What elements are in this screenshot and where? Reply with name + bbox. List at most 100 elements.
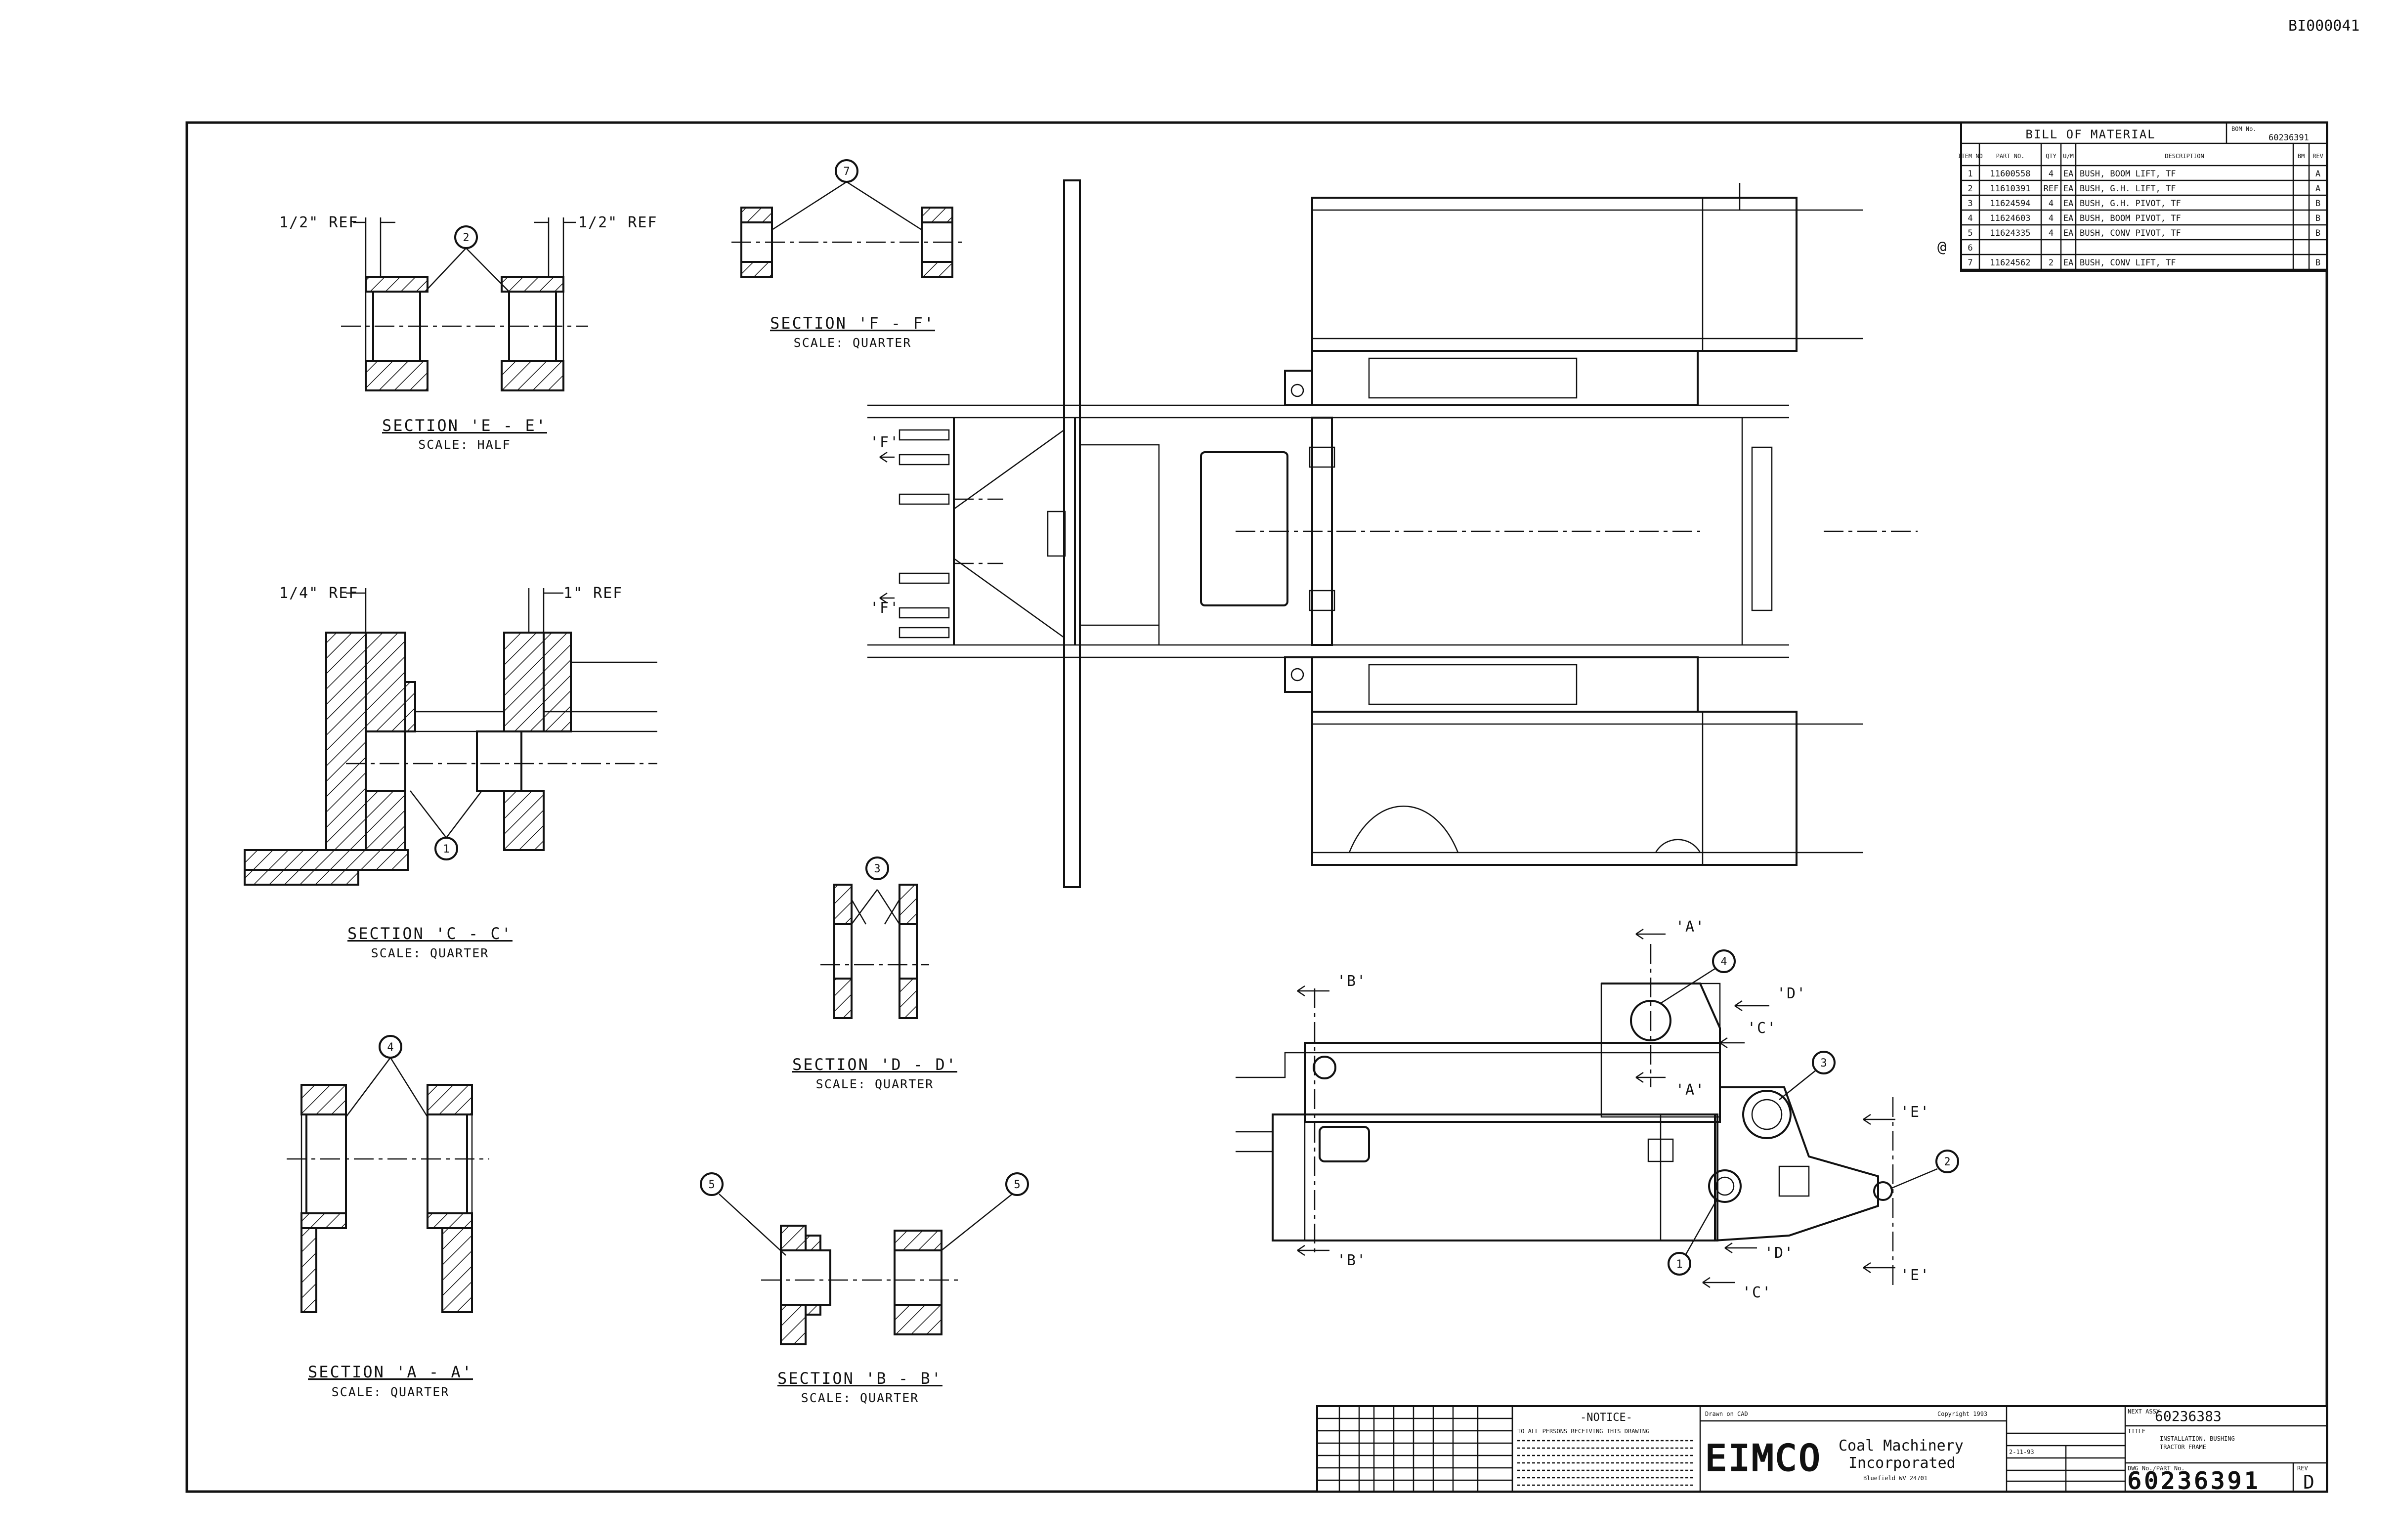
- item-balloon-number: 2: [463, 232, 469, 244]
- cut-label: 'B': [1337, 1252, 1367, 1269]
- section-scale: SCALE: HALF: [418, 437, 511, 452]
- item-balloon: [1005, 1172, 1029, 1196]
- bom-header-cell: BM: [2298, 153, 2305, 160]
- item-balloon: [835, 159, 858, 183]
- company-city: Bluefield WV 24701: [1863, 1475, 1927, 1482]
- section-e-e: 1/2" REF 1/2" REF 2 SECTION 'E - E' SCAL…: [279, 214, 658, 452]
- cut-label: 'F': [870, 599, 899, 617]
- section-title: SECTION 'A - A': [308, 1363, 473, 1381]
- bom-cell: 7: [1968, 258, 1972, 268]
- rev-label: REV: [2297, 1465, 2308, 1472]
- bom-cell: 1: [1968, 169, 1972, 179]
- cut-label: 'D': [1777, 985, 1806, 1002]
- bom-header-cell: QTY: [2046, 153, 2056, 160]
- section-a-a: 4 SECTION 'A - A' SCALE: QUARTER: [287, 1035, 489, 1399]
- section-scale: SCALE: QUARTER: [794, 336, 912, 350]
- ref-dimension: 1" REF: [563, 585, 623, 602]
- ref-dimension: 1/2" REF: [279, 214, 359, 231]
- bom-header-cell: DESCRIPTION: [2165, 153, 2204, 160]
- bom-cell: A: [2315, 169, 2320, 179]
- item-balloon: [1935, 1150, 1959, 1173]
- item-balloon: [454, 225, 478, 249]
- section-scale: SCALE: QUARTER: [371, 946, 489, 960]
- item-balloon-number: 4: [387, 1041, 393, 1054]
- next-assy-label: NEXT ASSY: [2128, 1408, 2160, 1415]
- bom-cell: 4: [2049, 214, 2054, 223]
- item-balloon-number: 5: [708, 1179, 715, 1191]
- cut-label: 'F': [870, 434, 899, 451]
- item-balloon: [1712, 949, 1736, 973]
- drawing-title: INSTALLATION, BUSHING: [2160, 1435, 2235, 1442]
- bom-cell: 4: [2049, 169, 2054, 179]
- bom-cell: B: [2315, 228, 2320, 238]
- cut-label: 'D': [1764, 1244, 1794, 1262]
- bom-cell: 4: [1968, 214, 1972, 223]
- bom-cell: BUSH, CONV PIVOT, TF: [2080, 228, 2181, 238]
- item-balloon: [1668, 1252, 1691, 1276]
- item-balloon-number: 4: [1720, 956, 1727, 968]
- company-name: Coal Machinery: [1839, 1437, 1964, 1454]
- side-view: 'A' 'A' 'B' 'B' 'C' 'C' 'D' 'D' 'E' 'E' …: [1236, 918, 1959, 1301]
- bom-cell: EA: [2063, 228, 2073, 238]
- bom-cell: 4: [2049, 199, 2054, 209]
- cut-label: 'E': [1900, 1104, 1930, 1121]
- item-balloon: [700, 1172, 724, 1196]
- dwg-no-label: DWG No./PART No.: [2128, 1465, 2185, 1472]
- section-title: SECTION 'B - B': [777, 1369, 942, 1388]
- bom-header-cell: ITEM NO: [1958, 153, 1983, 160]
- item-balloon-number: 7: [843, 166, 850, 178]
- ref-dimension: 1/2" REF: [578, 214, 658, 231]
- cut-label: 'B': [1337, 973, 1367, 990]
- bom-note-symbol: @: [1937, 239, 1947, 256]
- bom-cell: EA: [2063, 258, 2073, 268]
- item-balloon: [434, 837, 458, 860]
- ref-dimension: 1/4" REF: [279, 585, 359, 602]
- bom-cell: EA: [2063, 184, 2073, 194]
- bom-cell: 3: [1968, 199, 1972, 209]
- cut-label: 'C': [1742, 1284, 1772, 1301]
- bom-cell: B: [2315, 199, 2320, 209]
- notice-title: -NOTICE-: [1580, 1412, 1632, 1424]
- bom-header-cell: U/M: [2063, 153, 2074, 160]
- drawing-date: 2-11-93: [2009, 1449, 2034, 1455]
- company-name: Incorporated: [1848, 1454, 1956, 1472]
- bom-header-cell: REV: [2312, 153, 2323, 160]
- bom-cell: REF: [2044, 184, 2059, 194]
- section-title: SECTION 'E - E': [382, 416, 547, 435]
- bom-cell: 2: [2049, 258, 2054, 268]
- title-block: -NOTICE- TO ALL PERSONS RECEIVING THIS D…: [1316, 1405, 2328, 1495]
- bom-cell: 5: [1968, 228, 1972, 238]
- section-b-b: 5 5 SECTION 'B - B' SCALE: QUARTER: [700, 1172, 1029, 1405]
- cut-label: 'C': [1747, 1020, 1777, 1037]
- item-balloon-number: 3: [1820, 1057, 1827, 1069]
- plan-view: 'F' 'F': [867, 179, 1918, 888]
- bom-cell: 11624335: [1990, 228, 2031, 238]
- section-title: SECTION 'F - F': [770, 314, 935, 333]
- bom-cell: EA: [2063, 199, 2073, 209]
- bom-cell: 11624594: [1990, 199, 2031, 209]
- bom-cell: 11624562: [1990, 258, 2031, 268]
- bom-cell: 11624603: [1990, 214, 2031, 223]
- bom-cell: BUSH, BOOM LIFT, TF: [2080, 169, 2176, 179]
- section-scale: SCALE: QUARTER: [332, 1385, 450, 1399]
- bom-title: BILL OF MATERIAL: [2025, 128, 2155, 141]
- section-scale: SCALE: QUARTER: [816, 1077, 934, 1091]
- revision-letter: D: [2303, 1471, 2314, 1493]
- item-balloon-number: 1: [1676, 1258, 1682, 1271]
- cut-label: 'A': [1675, 1081, 1705, 1099]
- bom-cell: 11610391: [1990, 184, 2031, 194]
- cut-label: 'E': [1900, 1267, 1930, 1284]
- section-c-c: 1/4" REF 1" REF 1 SECTION 'C - C' SCALE:…: [244, 585, 657, 960]
- bom-cell: BUSH, G.H. PIVOT, TF: [2080, 199, 2181, 209]
- item-balloon-number: 5: [1014, 1179, 1020, 1191]
- bom-header-cell: PART NO.: [1996, 153, 2025, 160]
- sheet-border: [185, 121, 2328, 1493]
- bom-cell: BUSH, G.H. LIFT, TF: [2080, 184, 2176, 194]
- drawn-on-cad: Drawn on CAD: [1705, 1411, 1748, 1417]
- bom-cell: 6: [1968, 243, 1972, 253]
- cut-label: 'A': [1675, 918, 1705, 936]
- section-scale: SCALE: QUARTER: [801, 1391, 919, 1405]
- bill-of-material: BILL OF MATERIAL BOM No. 60236391 ITEM N…: [1937, 122, 2328, 272]
- bom-ref-label: BOM No.: [2231, 126, 2257, 132]
